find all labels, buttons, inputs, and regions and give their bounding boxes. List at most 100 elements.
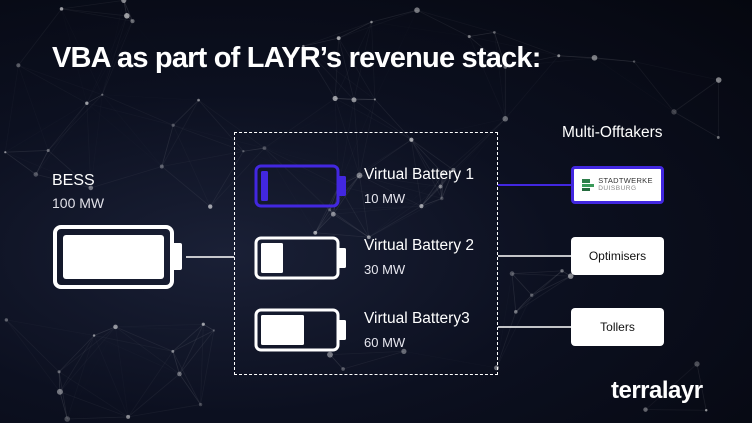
network-link	[558, 55, 595, 59]
network-link	[58, 335, 95, 373]
network-link	[359, 139, 412, 176]
network-link	[515, 294, 533, 313]
network-link	[645, 409, 707, 411]
network-node	[330, 211, 336, 217]
network-link	[338, 38, 355, 100]
virtual-battery-1-name: Virtual Battery 1	[364, 166, 474, 183]
network-node	[632, 60, 636, 63]
network-node	[126, 414, 131, 419]
network-link	[329, 354, 344, 370]
network-link	[18, 64, 88, 104]
network-link	[673, 79, 719, 113]
network-link	[209, 151, 244, 207]
offtaker-tollers-label: Tollers	[600, 320, 635, 334]
network-node	[313, 230, 318, 235]
network-node	[671, 109, 677, 115]
network-link	[411, 139, 441, 187]
network-link	[359, 175, 370, 238]
network-node	[451, 167, 456, 172]
network-node	[121, 0, 127, 3]
network-node	[59, 7, 64, 11]
offtaker-optimisers: Optimisers	[571, 237, 664, 275]
network-link	[5, 151, 37, 175]
network-link	[421, 173, 444, 207]
virtual-battery-3-name: Virtual Battery3	[364, 310, 470, 327]
network-link	[18, 8, 62, 66]
bess-battery-icon	[53, 225, 182, 289]
network-node	[33, 172, 39, 177]
network-node	[716, 136, 720, 139]
network-node	[242, 150, 245, 153]
network-link	[338, 37, 376, 100]
network-node	[715, 77, 722, 83]
network-node	[643, 407, 648, 412]
network-link	[314, 213, 334, 234]
network-link	[342, 351, 405, 370]
network-node	[16, 63, 21, 68]
network-link	[172, 99, 199, 126]
stadtwerke-sublabel: DUISBURG	[598, 185, 637, 192]
network-node	[177, 371, 182, 377]
network-link	[329, 350, 404, 356]
network-link	[161, 125, 174, 167]
network-node	[370, 20, 373, 24]
network-link	[198, 99, 244, 152]
network-link	[93, 326, 116, 336]
virtual-battery-2-name: Virtual Battery 2	[364, 237, 474, 254]
network-link	[47, 102, 88, 151]
network-node	[198, 402, 203, 407]
network-link	[512, 273, 571, 277]
network-link	[86, 94, 103, 104]
network-node	[356, 172, 363, 179]
network-node	[704, 409, 708, 412]
network-node	[171, 123, 175, 127]
network-node	[567, 273, 574, 279]
network-link	[203, 323, 215, 331]
network-node	[694, 361, 700, 367]
bess-capacity: 100 MW	[52, 195, 105, 211]
virtual-battery-group	[234, 132, 498, 375]
network-node	[159, 164, 164, 169]
network-node	[57, 370, 61, 374]
network-node	[208, 204, 213, 209]
network-link	[440, 169, 454, 187]
network-link	[494, 32, 506, 67]
network-node	[591, 54, 598, 61]
brand-logo: terralayr	[611, 377, 703, 404]
network-node	[530, 293, 534, 297]
virtual-battery-1-icon	[254, 164, 346, 208]
network-link	[59, 335, 95, 393]
network-node	[401, 348, 407, 355]
network-link	[374, 99, 412, 141]
network-link	[58, 326, 116, 373]
network-link	[696, 363, 707, 411]
offtaker-tollers: Tollers	[571, 308, 664, 346]
offtakers-title: Multi-Offtakers	[562, 124, 663, 141]
network-node	[513, 310, 518, 314]
network-link	[531, 275, 571, 296]
network-node	[332, 95, 338, 101]
network-link	[371, 21, 376, 100]
network-node	[327, 351, 333, 358]
network-link	[335, 97, 355, 101]
network-link	[61, 0, 124, 10]
network-node	[560, 269, 564, 273]
network-link	[303, 21, 372, 47]
network-link	[303, 45, 355, 101]
network-link	[440, 173, 444, 187]
network-node	[414, 7, 420, 13]
network-link	[172, 330, 215, 352]
network-node	[493, 31, 496, 34]
network-node	[212, 329, 216, 332]
network-link	[314, 209, 330, 233]
network-node	[4, 318, 9, 322]
network-link	[303, 37, 339, 47]
network-link	[505, 55, 559, 68]
network-link	[468, 36, 506, 68]
network-node	[197, 98, 200, 102]
network-link	[453, 118, 506, 171]
network-node	[438, 184, 443, 189]
network-link	[58, 371, 61, 392]
network-link	[315, 232, 369, 238]
